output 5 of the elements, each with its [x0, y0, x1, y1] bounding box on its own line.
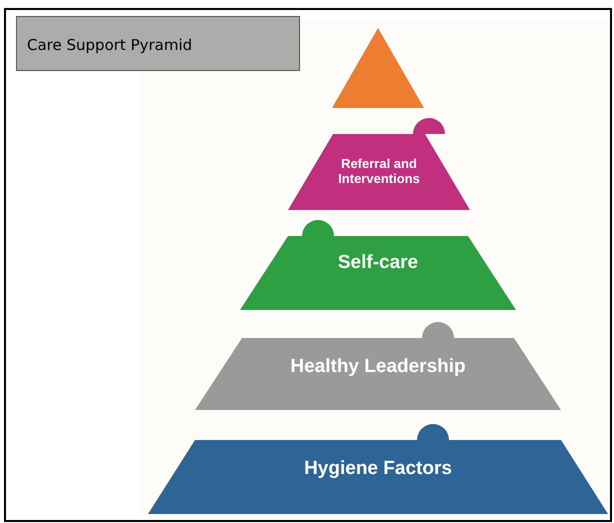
tier-label: Referral and Interventions — [337, 156, 421, 186]
title-box: Care Support Pyramid — [16, 16, 300, 71]
tier-label: Self-care — [336, 252, 420, 274]
tier-label: Healthy Leadership — [289, 356, 467, 378]
tier-label: Hygiene Factors — [303, 458, 453, 480]
